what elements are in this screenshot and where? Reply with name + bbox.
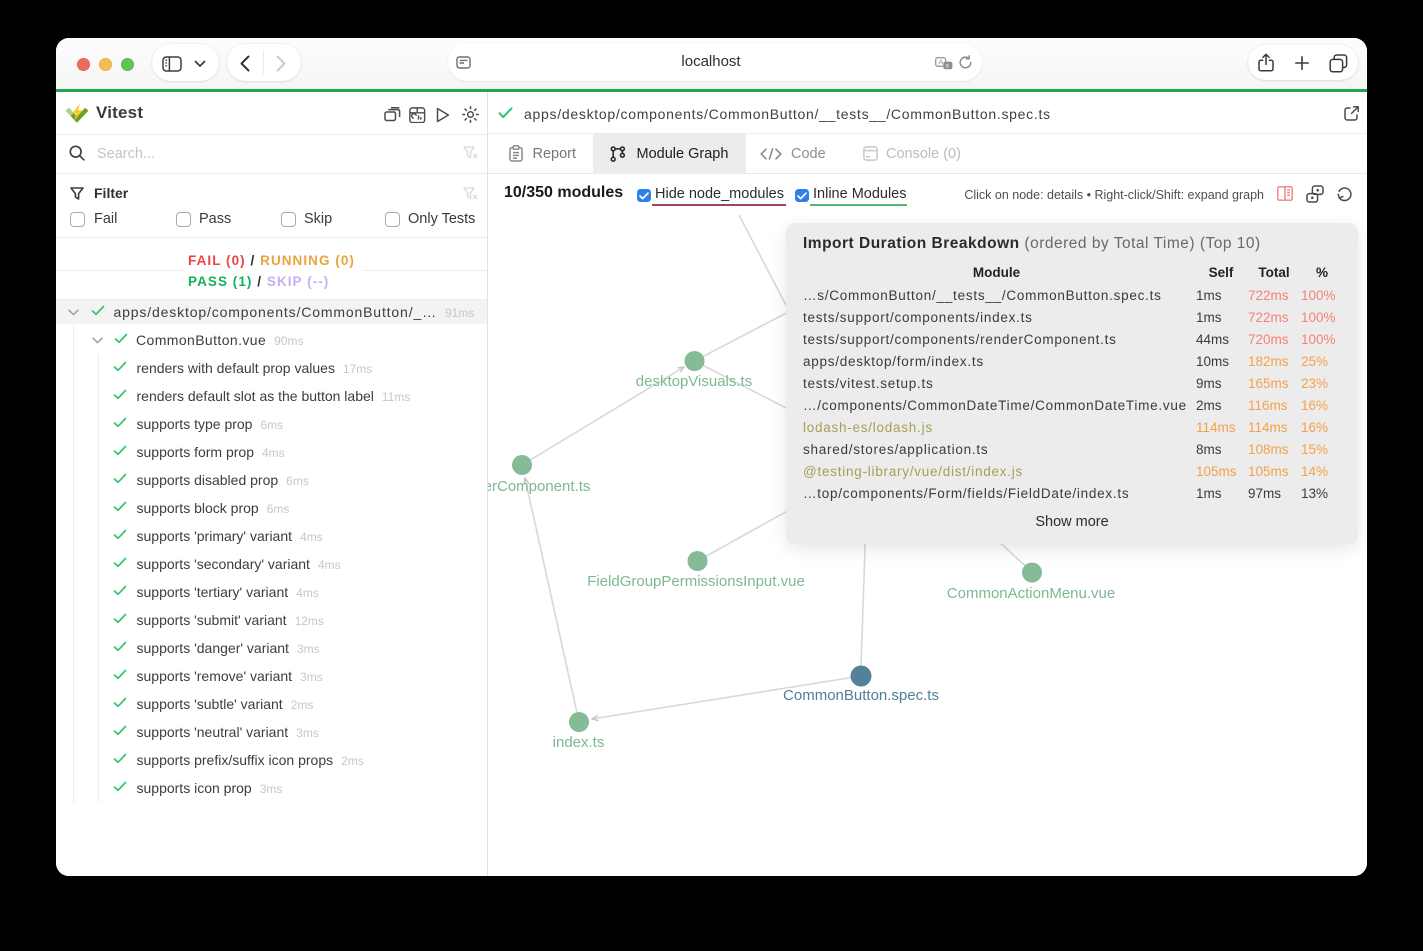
svg-text:A: A xyxy=(938,57,943,66)
svg-text:CommonButton.spec.ts: CommonButton.spec.ts xyxy=(783,687,939,704)
svg-text:index.ts: index.ts xyxy=(553,734,605,751)
svg-text:x: x xyxy=(946,62,950,69)
svg-text:desktopVisuals.ts: desktopVisuals.ts xyxy=(636,373,752,390)
svg-text:renderComponent.ts: renderComponent.ts xyxy=(488,478,590,495)
svg-text:CommonActionMenu.vue: CommonActionMenu.vue xyxy=(947,585,1115,602)
svg-text:FieldGroupPermissionsInput.vue: FieldGroupPermissionsInput.vue xyxy=(587,573,805,590)
